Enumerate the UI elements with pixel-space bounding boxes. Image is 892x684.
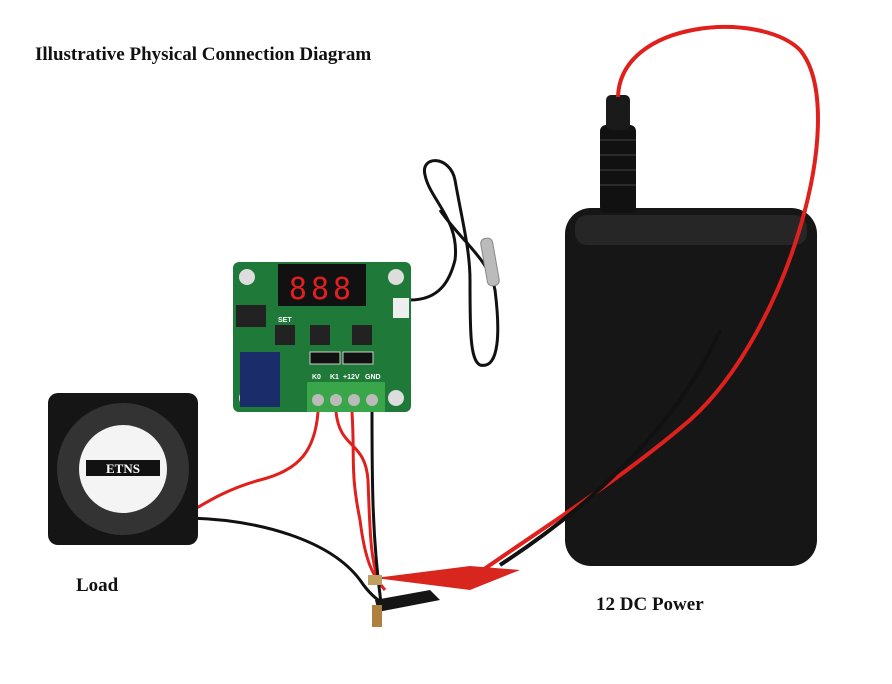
probe-cable bbox=[409, 159, 500, 367]
set-button-label: SET bbox=[278, 317, 292, 324]
black-power-wire bbox=[498, 329, 722, 567]
terminal-label-k0: K0 bbox=[312, 374, 321, 381]
alligator-clips bbox=[368, 566, 520, 627]
thermostat-board bbox=[233, 262, 411, 412]
seven-segment-display: 888 bbox=[289, 272, 355, 307]
fan-black-wire bbox=[189, 516, 386, 607]
load-label: Load bbox=[76, 575, 119, 596]
fan-brand: ETNS bbox=[106, 461, 140, 476]
terminal-label-12v: +12V bbox=[343, 374, 360, 381]
temperature-probe bbox=[480, 237, 500, 287]
k1-red-wire bbox=[334, 411, 382, 586]
power-bank bbox=[565, 95, 817, 566]
terminal-label-gnd: GND bbox=[365, 374, 381, 381]
power-label: 12 DC Power bbox=[596, 594, 704, 615]
v12-red-wire bbox=[350, 411, 387, 591]
terminal-label-k1: K1 bbox=[330, 374, 339, 381]
fan-red-wire bbox=[189, 411, 320, 514]
cooling-fan bbox=[48, 393, 198, 545]
diagram-title: Illustrative Physical Connection Diagram bbox=[35, 44, 372, 65]
